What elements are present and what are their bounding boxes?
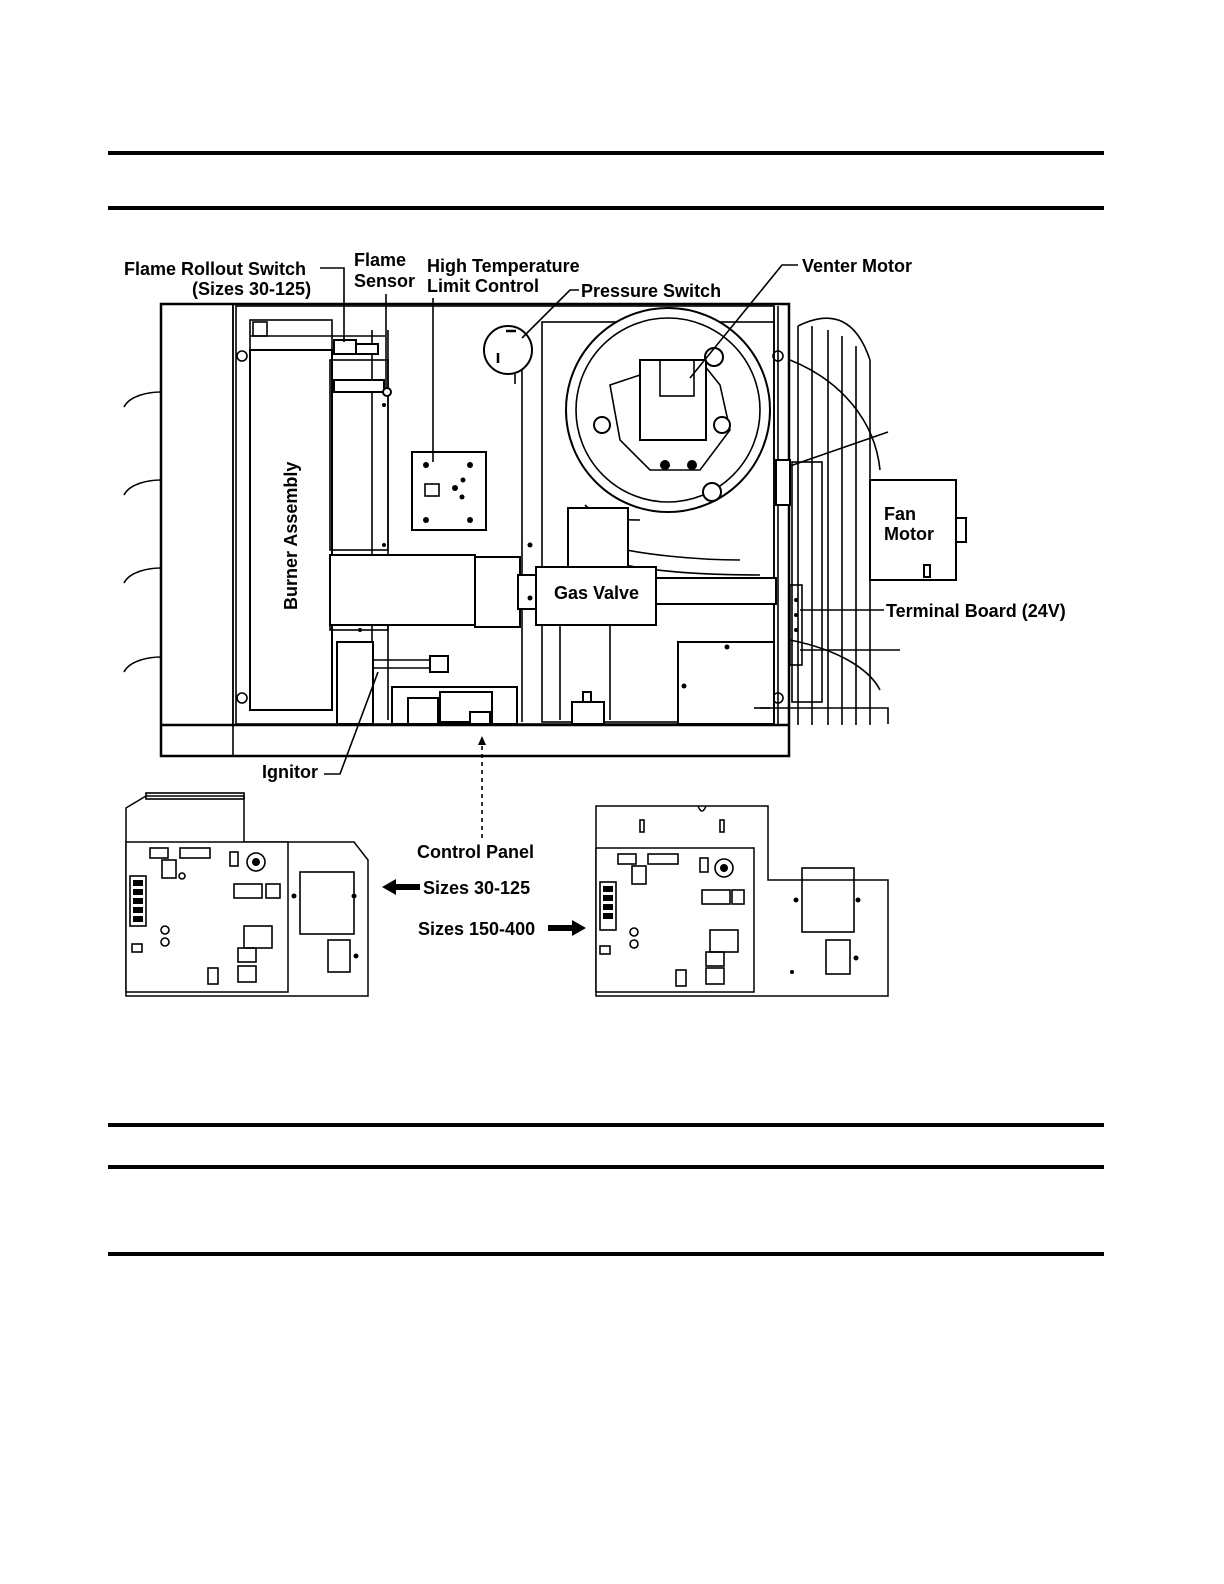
side-leader-2 xyxy=(760,708,888,724)
flame-label: Flame xyxy=(354,250,406,270)
venter-motor-label: Venter Motor xyxy=(802,256,912,276)
ignitor-label: Ignitor xyxy=(262,762,318,782)
sizes-small-label: Sizes 30-125 xyxy=(423,878,530,898)
fan-label: Fan xyxy=(884,504,916,524)
burner-assembly-label: Burner Assembly xyxy=(281,462,301,610)
heat-exchanger-face xyxy=(124,304,233,725)
sizes-small-arrow-icon xyxy=(382,879,420,895)
flame-rollout-sizes-label: (Sizes 30-125) xyxy=(192,279,311,299)
flame-rollout-switch xyxy=(334,340,391,396)
high-temperature-limit-control xyxy=(412,452,486,530)
sizes-large-arrow-icon xyxy=(548,920,586,936)
flame-rollout-switch-label: Flame Rollout Switch xyxy=(124,259,306,279)
sizes-large-label: Sizes 150-400 xyxy=(418,919,535,939)
high-temperature-label: High Temperature xyxy=(427,256,580,276)
control-panel-large xyxy=(596,806,888,996)
motor-label: Motor xyxy=(884,524,934,544)
pressure-switch-leader xyxy=(522,290,579,338)
limit-control-label: Limit Control xyxy=(427,276,539,296)
control-panel-arrowhead xyxy=(478,736,486,745)
terminal-board-label: Terminal Board (24V) xyxy=(886,601,1066,621)
control-panel-label: Control Panel xyxy=(417,842,534,862)
sensor-label: Sensor xyxy=(354,271,415,291)
gas-valve-label: Gas Valve xyxy=(554,583,639,603)
bottom-components xyxy=(392,687,604,724)
fan-guard xyxy=(776,318,880,725)
pressure-switch-label: Pressure Switch xyxy=(581,281,721,301)
control-panel-small xyxy=(126,793,368,996)
fan-motor-leader xyxy=(790,432,888,466)
control-box xyxy=(678,642,774,724)
